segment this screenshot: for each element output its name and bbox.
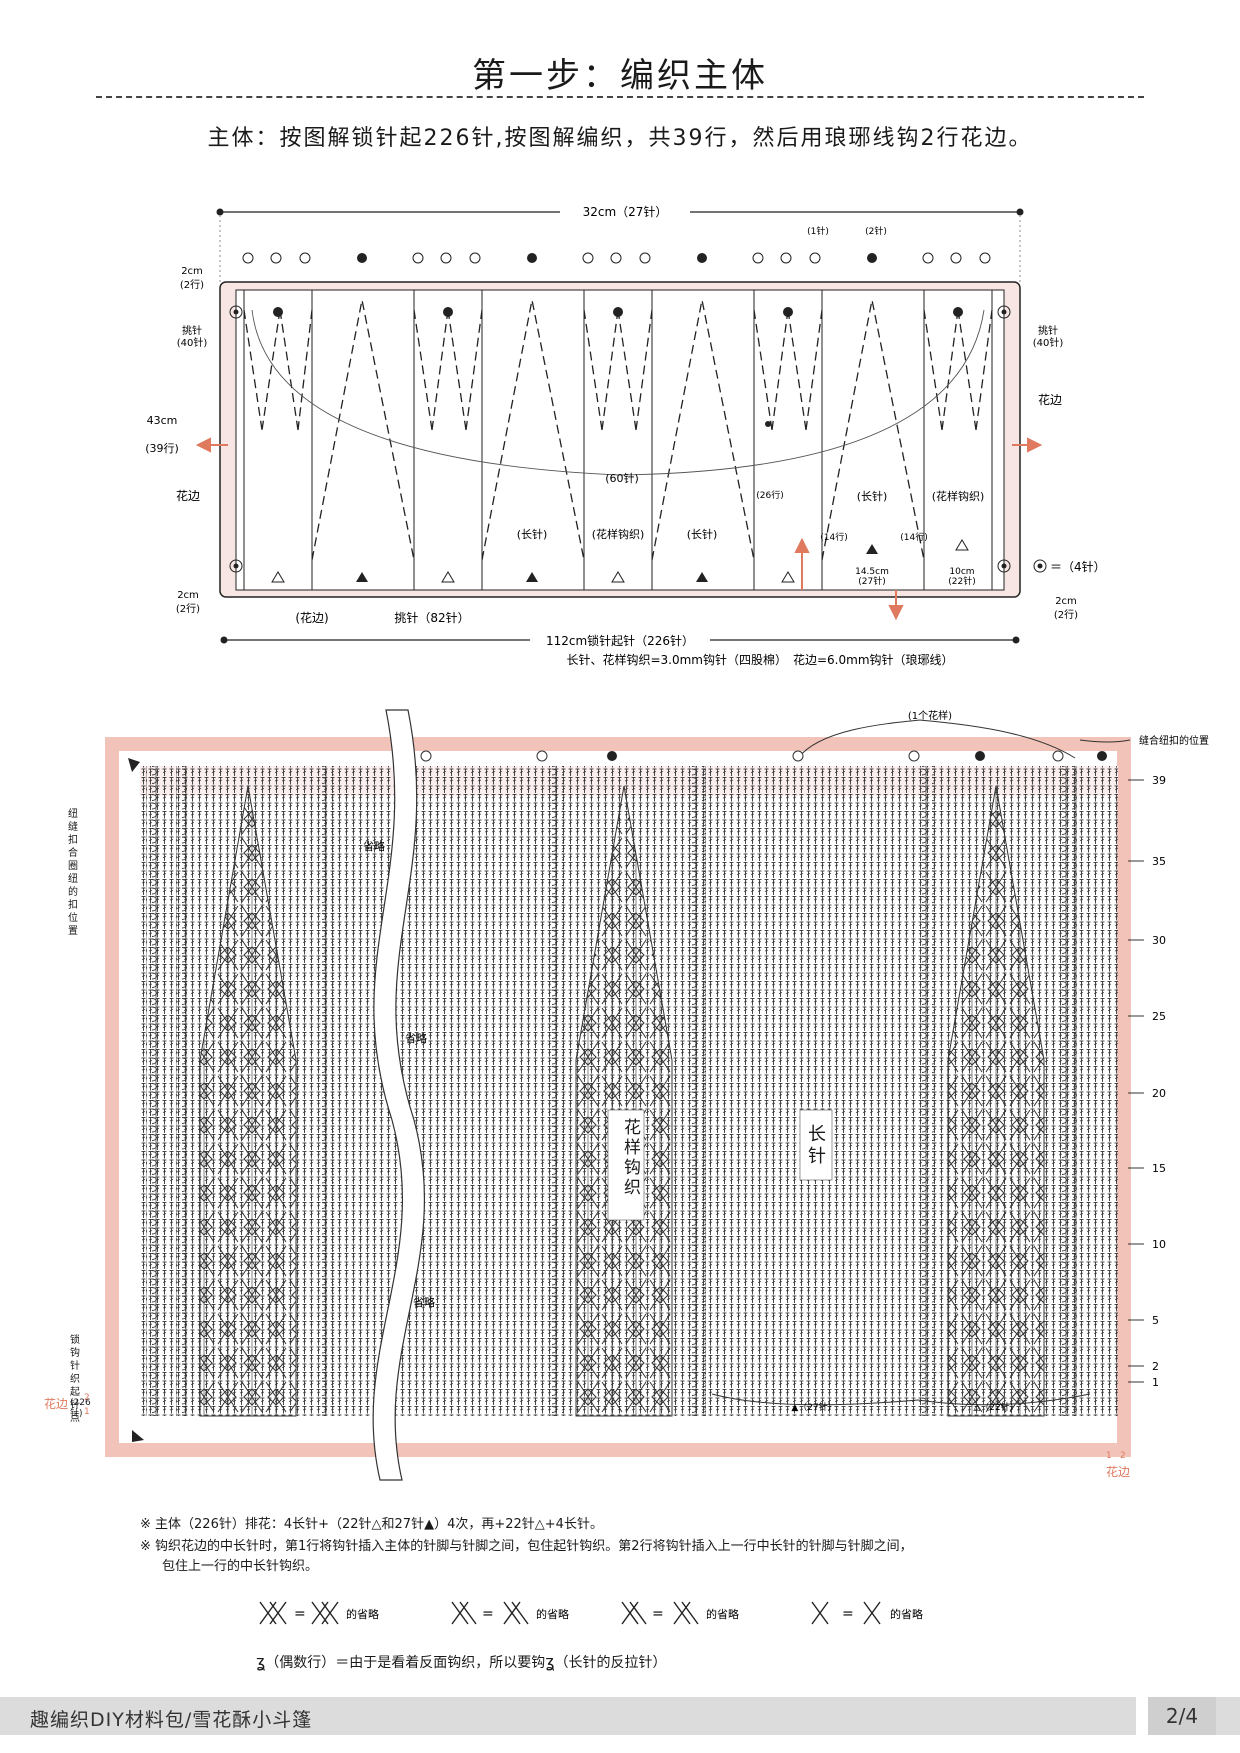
stitch-2-label: (2针) (865, 225, 887, 237)
height-rows: (39行) (145, 442, 179, 455)
dim-2rows-bottom: (2行) (176, 602, 200, 615)
width-10: 10cm (949, 567, 974, 577)
pattern-label-2: (花样钩织) (932, 489, 985, 503)
pattern-vertical: 花样钩织 (624, 1118, 641, 1198)
footer-title: 趣编织DIY材料包/雪花酥小斗篷 (30, 1709, 313, 1731)
rows-14-a: (14行) (820, 531, 847, 543)
stitches-27: (27针) (858, 575, 885, 587)
symbol-4-note: 的省略 (890, 1607, 923, 1621)
one-repeat: (1个花样) (908, 709, 952, 722)
edging-left: 花边 (176, 488, 200, 503)
omit-2: 省略 (405, 1031, 427, 1045)
note-1: ※ 主体（226针）排花：4长针+（22针△和27针▲）4次，再+22针△+4长… (140, 1517, 603, 1532)
intro-text: 主体：按图解锁针起226针,按图解编织，共39行，然后用琅琊线钩2行花边。 (207, 126, 1033, 151)
omit-3: 省略 (413, 1295, 435, 1309)
legend-dot: ＝（4针） (1050, 559, 1106, 574)
dim-2rows-right: (2行) (1054, 608, 1078, 621)
width-145: 14.5cm (855, 567, 889, 577)
button-left: 纽缝扣合圈纽的扣位置 (68, 809, 78, 937)
edge-row-1-br: 1 (1106, 1451, 1112, 1461)
stitches-22: (22针) (948, 575, 975, 587)
bottom-22: △（22针） (973, 1401, 1018, 1413)
top-width-label: 32cm（27针） (583, 204, 668, 219)
pickup-right-count: (40针) (1033, 336, 1064, 349)
edge-row-1-bl: 1 (84, 1407, 90, 1417)
note-2: ※ 钩织花边的中长针时，第1行将钩针插入主体的针脚与针脚之间，包住起针钩织。第2… (140, 1539, 913, 1554)
footer-bar (0, 1697, 1240, 1735)
footer-gap (1136, 1697, 1148, 1735)
row-10: 10 (1152, 1238, 1166, 1251)
bottom-27: ▲（27针） (791, 1401, 836, 1413)
stitch-chart: 省略 省略 省略 (1个花样) 39 35 30 25 20 15 10 5 2… (44, 709, 1209, 1481)
pickup-82: 挑针（82针） (394, 610, 469, 625)
svg-text:=: = (652, 1606, 664, 1622)
pattern-label-1: (花样钩织) (592, 527, 645, 541)
note-2-cont: 包住上一行的中长针钩织。 (162, 1559, 319, 1574)
dc-label-1: (长针) (517, 527, 548, 541)
reverse-stitch-icon-2: ʓ (545, 1652, 555, 1671)
hook-sizes: 长针、花样钩织=3.0mm钩针（四股棉） 花边=6.0mm钩针（琅琊线） (566, 652, 953, 667)
dc-label-2: (长针) (687, 527, 718, 541)
page-title: 第一步：编织主体 (472, 56, 768, 96)
page-number: 2/4 (1148, 1697, 1216, 1735)
row-30: 30 (1152, 934, 1166, 947)
edging-bottom-left: 花边 (44, 1396, 68, 1411)
rows-26: (26行) (756, 489, 783, 501)
row-39: 39 (1152, 774, 1166, 787)
reverse-note: ʓ（偶数行）＝由于是看着反面钩织，所以要钩ʓ（长针的反拉针） (256, 1652, 667, 1671)
edging-right: 花边 (1038, 392, 1062, 407)
symbol-2-note: 的省略 (536, 1607, 569, 1621)
svg-text:=: = (842, 1606, 854, 1622)
omit-1: 省略 (363, 839, 385, 853)
symbol-legend: = = = = 的省略 的省略 的省略 的省略 (259, 1601, 923, 1625)
stitch-1-label: (1针) (807, 225, 829, 237)
dim-2cm-top: 2cm (181, 266, 203, 277)
span-60: (60针) (605, 471, 639, 485)
rows-14-b: (14行) (900, 531, 927, 543)
row-35: 35 (1152, 855, 1166, 868)
chain-count: (226针) (70, 1398, 91, 1419)
dim-2rows-top: (2行) (180, 278, 204, 291)
row-2: 2 (1152, 1360, 1159, 1373)
dim-2cm-right: 2cm (1055, 596, 1077, 607)
svg-text:=: = (294, 1606, 306, 1622)
symbol-1-note: 的省略 (346, 1607, 379, 1621)
dc-label-3: (长针) (857, 489, 888, 503)
row-1: 1 (1152, 1376, 1159, 1389)
height-label: 43cm (147, 414, 178, 427)
chain-start: 锁钩针织起针点 (70, 1335, 80, 1424)
edging-bottom-right: 花边 (1106, 1464, 1130, 1479)
reverse-stitch-icon: ʓ (256, 1652, 266, 1671)
row-20: 20 (1152, 1087, 1166, 1100)
pickup-left: 挑针 (182, 324, 202, 337)
dc-vertical: 长针 (808, 1124, 826, 1167)
schematic-diagram: 32cm（27针） (1针) (2针) (145, 202, 1106, 667)
pickup-left-count: (40针) (177, 336, 208, 349)
button-right: 缝合纽扣的位置 (1139, 734, 1209, 747)
row-5: 5 (1152, 1314, 1159, 1327)
edge-row-2-br: 2 (1120, 1451, 1126, 1461)
title-divider (96, 96, 1144, 98)
edging-bottom: (花边) (295, 610, 328, 625)
edge-row-2-bl: 2 (84, 1393, 90, 1403)
row-25: 25 (1152, 1010, 1166, 1023)
pickup-right: 挑针 (1038, 324, 1058, 337)
symbol-3-note: 的省略 (706, 1607, 739, 1621)
row-15: 15 (1152, 1162, 1166, 1175)
dim-2cm-bottom: 2cm (177, 590, 199, 601)
chain-label: 112cm锁针起针（226针） (546, 633, 694, 648)
svg-text:=: = (482, 1606, 494, 1622)
